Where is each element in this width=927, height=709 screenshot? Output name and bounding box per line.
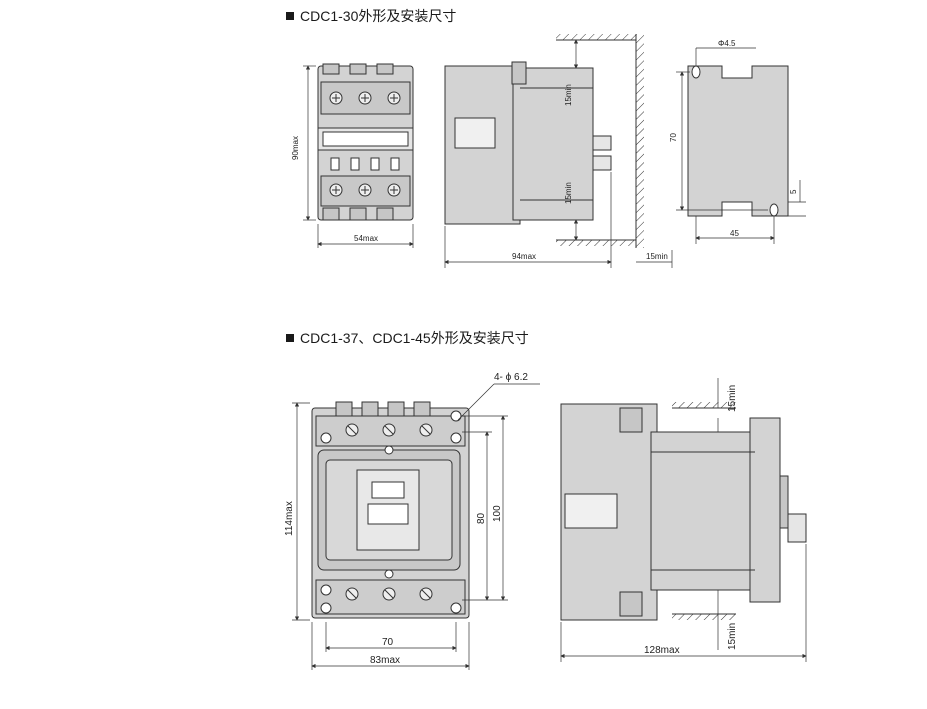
cdc1-30-hole-label: Φ4.5 bbox=[718, 39, 736, 48]
section1-title: CDC1-30外形及安装尺寸 bbox=[286, 6, 456, 26]
cdc1-37-front-dims bbox=[292, 383, 540, 670]
cdc1-30-front-dims bbox=[303, 65, 414, 248]
cdc1-37-height-label: 114max bbox=[284, 501, 295, 536]
cdc1-30-hole-v-label: 70 bbox=[669, 133, 678, 142]
cdc1-30-plate-dims bbox=[676, 47, 806, 244]
cdc1-37-front-view bbox=[311, 401, 470, 619]
cdc1-37-inner-label: 100 bbox=[492, 505, 503, 522]
section2-title: CDC1-37、CDC1-45外形及安装尺寸 bbox=[286, 328, 529, 348]
cdc1-30-front-view bbox=[317, 63, 414, 221]
cdc1-37-side-view bbox=[560, 403, 807, 621]
cdc1-30-clear-top-label: 15min bbox=[564, 84, 573, 106]
cdc1-30-wall bbox=[556, 34, 644, 248]
cdc1-30-mounting-plate bbox=[687, 65, 789, 217]
cdc1-30-depth-label: 94max bbox=[512, 252, 536, 261]
cdc1-37-clearance bbox=[672, 402, 736, 620]
bullet-icon bbox=[286, 334, 294, 342]
cdc1-30-height-label: 90max bbox=[291, 136, 300, 160]
cdc1-37-depth-label: 128max bbox=[644, 645, 680, 656]
cdc1-30-side-view bbox=[444, 61, 612, 225]
cdc1-30-hole-h-label: 45 bbox=[730, 229, 739, 238]
bullet-icon bbox=[286, 12, 294, 20]
cdc1-37-width-label: 83max bbox=[370, 655, 400, 666]
cdc1-30-clear-bottom-label: 15min bbox=[564, 182, 573, 204]
cdc1-37-side-dims bbox=[560, 378, 807, 662]
cdc1-37-hole-v-label: 80 bbox=[476, 512, 487, 524]
cdc1-30-side-dims bbox=[444, 39, 673, 268]
cdc1-37-holes-label: 4- ϕ 6.2 bbox=[494, 372, 528, 383]
cdc1-37-clear-bottom-label: 15min bbox=[727, 623, 738, 650]
cdc1-30-edge-label: 5 bbox=[789, 189, 798, 194]
cdc1-37-hole-h-label: 70 bbox=[382, 637, 394, 648]
cdc1-30-width-label: 54max bbox=[354, 234, 378, 243]
cdc1-37-clear-top-label: 15min bbox=[727, 385, 738, 412]
cdc1-30-wall-gap-label: 15min bbox=[646, 252, 668, 261]
